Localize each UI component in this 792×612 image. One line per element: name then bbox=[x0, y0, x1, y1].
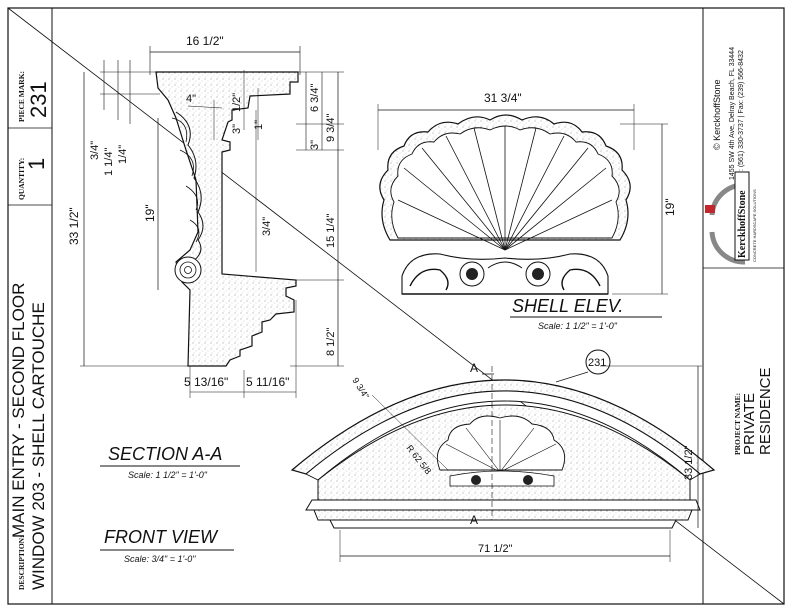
dim-top-width: 16 1/2" bbox=[186, 34, 224, 48]
quantity-block: QUANTITY: 1 bbox=[17, 158, 49, 200]
project-name-line2: RESIDENCE bbox=[757, 367, 774, 455]
copyright-text: © KerckhoffStone bbox=[712, 79, 722, 150]
quantity-label: QUANTITY: bbox=[17, 158, 26, 200]
address-line2: Tel: (561) 330-3737 | Fax: (239) 566-843… bbox=[738, 50, 745, 180]
shell-elevation: 31 3/4" 19" SHELL ELEV. Scale: 1 1/2" = … bbox=[377, 91, 677, 331]
description-line2: WINDOW 203 - SHELL CARTOUCHE bbox=[29, 302, 48, 590]
section-view: 16 1/2" 33 1/2" 19" 3/4" 1 1/4" 1/4" 4" … bbox=[67, 34, 344, 398]
front-view: A A 231 R 62 5/8 9 3/4" 71 1/2" 33 1/2" bbox=[290, 349, 716, 562]
section-title: SECTION A-A bbox=[108, 444, 222, 464]
description-label: DESCRIPTION: bbox=[17, 535, 26, 590]
description-block: DESCRIPTION: MAIN ENTRY - SECOND FLOOR W… bbox=[9, 283, 48, 590]
dim-inner-4: 4" bbox=[186, 93, 196, 105]
dim-right-634: 6 3/4" bbox=[309, 84, 321, 112]
sheet-border bbox=[7, 7, 785, 605]
piece-callout bbox=[585, 349, 611, 375]
company-block: © KerckhoffStone 1455 SW 4th Ave, Delray… bbox=[712, 47, 745, 180]
front-width-dim: 71 1/2" bbox=[478, 543, 513, 555]
section-mark-top: A bbox=[470, 361, 478, 375]
front-height-dim: 33 1/2" bbox=[683, 445, 695, 480]
project-block: PROJECT NAME: PRIVATE RESIDENCE bbox=[733, 367, 774, 455]
arch-thickness-dim: 9 3/4" bbox=[350, 376, 371, 401]
shell-base bbox=[401, 253, 609, 295]
dim-left-34: 3/4" bbox=[89, 141, 101, 160]
dim-right-934: 9 3/4" bbox=[325, 114, 337, 142]
front-view-title: FRONT VIEW bbox=[104, 527, 219, 547]
piece-mark-label: PIECE MARK: bbox=[17, 71, 26, 122]
company-logo: KerckhoffStone CONCRETE HARDSCAPE SOLUTI… bbox=[705, 171, 757, 265]
shell-ribs bbox=[397, 126, 613, 251]
section-profile bbox=[155, 71, 299, 367]
logo-text: KerckhoffStone bbox=[737, 190, 748, 258]
dim-right-3: 3" bbox=[309, 140, 321, 150]
arch-base bbox=[329, 519, 677, 529]
address-line1: 1455 SW 4th Ave, Delray Beach, FL 33444 bbox=[729, 47, 736, 180]
dim-inner-34: 3/4" bbox=[261, 217, 273, 236]
shell-scallop-profile bbox=[175, 111, 204, 263]
dim-inner-1: 1" bbox=[253, 120, 265, 130]
shell-width-dim: 31 3/4" bbox=[484, 91, 522, 105]
quantity-value: 1 bbox=[24, 158, 49, 170]
piece-mark-value: 231 bbox=[26, 81, 51, 118]
project-name-line1: PRIVATE bbox=[741, 393, 758, 455]
dim-bottom-right: 5 11/16" bbox=[246, 375, 289, 389]
front-view-scale: Scale: 3/4" = 1'-0" bbox=[124, 554, 196, 564]
dim-left-total: 33 1/2" bbox=[67, 207, 81, 245]
shell-height-dim: 19" bbox=[663, 198, 677, 216]
logo-tagline: CONCRETE HARDSCAPE SOLUTIONS bbox=[752, 189, 757, 262]
project-name-label: PROJECT NAME: bbox=[733, 393, 742, 455]
dim-inner-12: 1/2" bbox=[231, 93, 243, 112]
section-mark-bottom: A bbox=[470, 513, 478, 527]
piece-mark-block: PIECE MARK: 231 bbox=[17, 71, 51, 122]
volute-scroll bbox=[174, 256, 202, 284]
shell-elev-scale: Scale: 1 1/2" = 1'-0" bbox=[538, 321, 618, 331]
shell-elev-title: SHELL ELEV. bbox=[512, 296, 623, 316]
dim-bottom-left: 5 13/16" bbox=[184, 375, 228, 389]
dim-right-812: 8 1/2" bbox=[325, 328, 337, 356]
dim-left-114a: 1 1/4" bbox=[103, 148, 115, 176]
dim-right-1514: 15 1/4" bbox=[325, 213, 337, 248]
piece-callout-label: 231 bbox=[588, 357, 606, 369]
dim-inner-3: 3" bbox=[231, 124, 243, 134]
description-line1: MAIN ENTRY - SECOND FLOOR bbox=[9, 283, 28, 538]
section-scale: Scale: 1 1/2" = 1'-0" bbox=[128, 470, 208, 480]
dim-left-114b: 1/4" bbox=[117, 145, 129, 164]
dim-left-19: 19" bbox=[143, 204, 157, 222]
